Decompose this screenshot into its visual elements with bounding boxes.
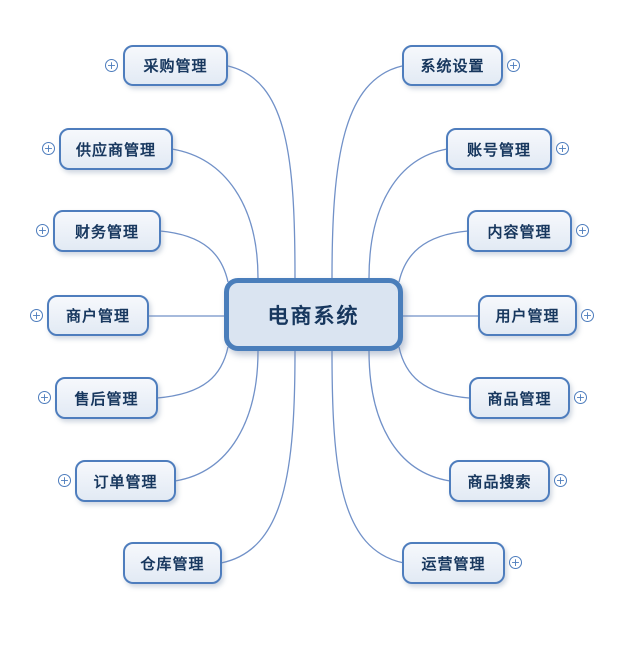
expand-icon-merchant[interactable]: + [30, 309, 43, 322]
connector-order [174, 350, 259, 482]
node-label: 财务管理 [74, 222, 139, 241]
node-operations-management[interactable]: 运营管理 [402, 542, 505, 584]
expand-icon-operations[interactable]: + [509, 556, 522, 569]
expand-icon-supplier[interactable]: + [42, 142, 55, 155]
node-merchant-management[interactable]: 商户管理 [47, 295, 149, 336]
node-content-management[interactable]: 内容管理 [467, 210, 572, 252]
expand-icon-aftersales[interactable]: + [38, 391, 51, 404]
node-label: 运营管理 [421, 554, 486, 573]
connector-supplier [171, 148, 259, 279]
expand-icon-order[interactable]: + [58, 474, 71, 487]
node-label: 订单管理 [93, 472, 158, 491]
node-system-settings[interactable]: 系统设置 [402, 45, 503, 86]
node-order-management[interactable]: 订单管理 [75, 460, 176, 502]
connector-system [331, 65, 403, 279]
connector-account [368, 148, 448, 279]
expand-icon-account[interactable]: + [556, 142, 569, 155]
node-finance-management[interactable]: 财务管理 [53, 210, 161, 252]
connector-aftersales [156, 346, 229, 399]
node-purchase-management[interactable]: 采购管理 [123, 45, 228, 86]
connector-purchase [227, 65, 296, 279]
connector-product [398, 346, 470, 399]
node-warehouse-management[interactable]: 仓库管理 [123, 542, 222, 584]
expand-icon-finance[interactable]: + [36, 224, 49, 237]
connector-operations [331, 350, 405, 564]
node-label: 售后管理 [74, 389, 139, 408]
expand-icon-user[interactable]: + [581, 309, 594, 322]
expand-icon-content[interactable]: + [576, 224, 589, 237]
node-product-management[interactable]: 商品管理 [469, 377, 570, 419]
node-aftersales-management[interactable]: 售后管理 [55, 377, 158, 419]
node-label: 采购管理 [143, 57, 208, 75]
connector-content [398, 230, 469, 283]
expand-icon-search[interactable]: + [554, 474, 567, 487]
expand-icon-product[interactable]: + [574, 391, 587, 404]
connector-warehouse [220, 350, 296, 564]
node-label: 商户管理 [65, 307, 130, 325]
node-supplier-management[interactable]: 供应商管理 [59, 128, 173, 170]
node-product-search[interactable]: 商品搜索 [449, 460, 550, 502]
node-label: 仓库管理 [140, 554, 205, 573]
node-label: 供应商管理 [75, 140, 156, 159]
center-node-label: 电商系统 [267, 303, 360, 328]
connector-finance [159, 230, 229, 283]
node-label: 用户管理 [495, 307, 560, 325]
node-label: 商品管理 [487, 389, 552, 408]
node-label: 账号管理 [466, 140, 531, 159]
connector-search [368, 350, 451, 482]
expand-icon-purchase[interactable]: + [105, 59, 118, 72]
node-label: 系统设置 [420, 57, 485, 75]
center-node-ecommerce-system[interactable]: 电商系统 [224, 278, 403, 351]
expand-icon-system[interactable]: + [507, 59, 520, 72]
node-label: 内容管理 [487, 222, 552, 241]
node-user-management[interactable]: 用户管理 [478, 295, 577, 336]
node-account-management[interactable]: 账号管理 [446, 128, 552, 170]
node-label: 商品搜索 [467, 472, 532, 491]
